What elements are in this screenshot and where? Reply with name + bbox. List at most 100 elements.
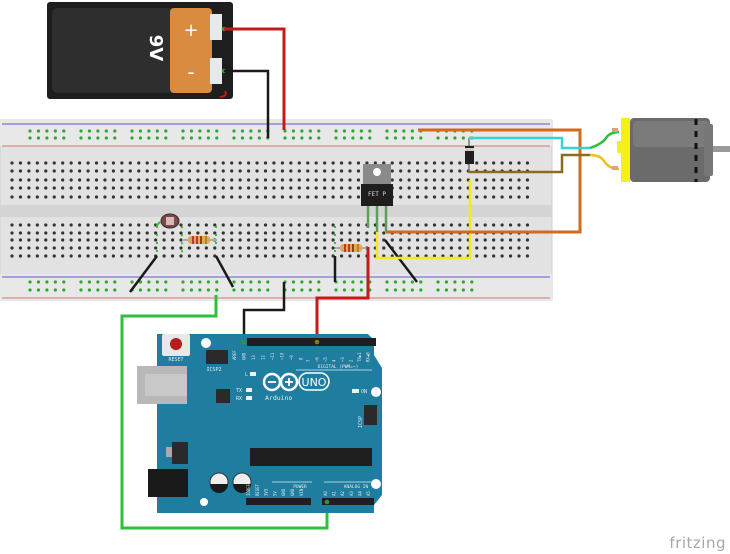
breadboard-hole[interactable] <box>181 288 185 292</box>
breadboard-hole[interactable] <box>137 161 141 165</box>
breadboard-hole[interactable] <box>206 280 210 284</box>
breadboard-hole[interactable] <box>247 161 251 165</box>
breadboard-hole[interactable] <box>35 195 39 199</box>
breadboard-hole[interactable] <box>517 254 521 258</box>
breadboard-hole[interactable] <box>196 161 200 165</box>
breadboard-hole[interactable] <box>221 238 225 242</box>
breadboard-hole[interactable] <box>449 169 453 173</box>
breadboard-hole[interactable] <box>297 238 301 242</box>
breadboard-hole[interactable] <box>206 136 210 140</box>
breadboard-hole[interactable] <box>196 231 200 235</box>
breadboard-hole[interactable] <box>154 195 158 199</box>
breadboard-hole[interactable] <box>342 136 347 140</box>
breadboard-hole[interactable] <box>198 136 202 140</box>
breadboard-hole[interactable] <box>432 246 437 250</box>
breadboard-hole[interactable] <box>35 223 39 227</box>
breadboard-hole[interactable] <box>359 136 363 140</box>
breadboard-hole[interactable] <box>147 288 151 292</box>
breadboard-hole[interactable] <box>120 169 124 173</box>
breadboard-hole[interactable] <box>10 231 14 235</box>
breadboard-hole[interactable] <box>44 169 48 173</box>
breadboard-hole[interactable] <box>179 231 183 235</box>
breadboard-hole[interactable] <box>164 288 168 292</box>
breadboard-hole[interactable] <box>424 186 428 190</box>
breadboard-hole[interactable] <box>35 169 39 173</box>
breadboard-hole[interactable] <box>52 178 56 182</box>
breadboard-hole[interactable] <box>18 231 23 235</box>
breadboard-hole[interactable] <box>240 288 245 292</box>
breadboard-hole[interactable] <box>120 186 124 190</box>
breadboard-hole[interactable] <box>62 136 66 140</box>
breadboard-hole[interactable] <box>181 280 185 284</box>
breadboard-hole[interactable] <box>432 169 437 173</box>
breadboard-hole[interactable] <box>78 195 82 199</box>
breadboard-hole[interactable] <box>103 223 107 227</box>
wire-gnd-to-arduino[interactable] <box>242 282 286 345</box>
breadboard-hole[interactable] <box>280 169 284 173</box>
breadboard-hole[interactable] <box>44 231 48 235</box>
breadboard-hole[interactable] <box>28 136 32 140</box>
breadboard-hole[interactable] <box>27 254 31 258</box>
breadboard-hole[interactable] <box>213 178 217 182</box>
breadboard-hole[interactable] <box>453 136 457 140</box>
breadboard-hole[interactable] <box>96 129 100 133</box>
breadboard-hole[interactable] <box>500 254 504 258</box>
breadboard-hole[interactable] <box>249 280 253 284</box>
breadboard-hole[interactable] <box>424 169 428 173</box>
breadboard-hole[interactable] <box>453 288 457 292</box>
breadboard-hole[interactable] <box>61 161 65 165</box>
breadboard-hole[interactable] <box>162 254 166 258</box>
breadboard-hole[interactable] <box>356 178 361 182</box>
breadboard-hole[interactable] <box>213 223 217 227</box>
breadboard-hole[interactable] <box>162 169 166 173</box>
breadboard-hole[interactable] <box>424 178 428 182</box>
breadboard-hole[interactable] <box>204 223 208 227</box>
breadboard-hole[interactable] <box>137 231 141 235</box>
breadboard-hole[interactable] <box>27 178 31 182</box>
breadboard-hole[interactable] <box>35 238 39 242</box>
breadboard-hole[interactable] <box>331 246 335 250</box>
breadboard-hole[interactable] <box>289 223 293 227</box>
breadboard-hole[interactable] <box>436 280 440 284</box>
breadboard-hole[interactable] <box>145 186 149 190</box>
breadboard-hole[interactable] <box>368 136 372 140</box>
breadboard-hole[interactable] <box>155 288 159 292</box>
breadboard-hole[interactable] <box>198 288 202 292</box>
breadboard-hole[interactable] <box>280 178 284 182</box>
breadboard-hole[interactable] <box>399 238 403 242</box>
breadboard-hole[interactable] <box>348 161 352 165</box>
breadboard-hole[interactable] <box>86 223 90 227</box>
breadboard-hole[interactable] <box>255 178 259 182</box>
breadboard-hole[interactable] <box>128 238 132 242</box>
breadboard-hole[interactable] <box>128 186 132 190</box>
wire-diode-olive[interactable] <box>469 153 590 174</box>
breadboard-hole[interactable] <box>187 254 192 258</box>
breadboard-hole[interactable] <box>221 195 225 199</box>
breadboard-hole[interactable] <box>230 223 234 227</box>
breadboard-hole[interactable] <box>449 238 453 242</box>
breadboard-hole[interactable] <box>331 161 335 165</box>
breadboard-hole[interactable] <box>52 169 56 173</box>
breadboard-hole[interactable] <box>221 246 225 250</box>
breadboard-hole[interactable] <box>508 254 513 258</box>
breadboard-hole[interactable] <box>162 178 166 182</box>
breadboard-hole[interactable] <box>145 161 149 165</box>
breadboard-hole[interactable] <box>230 254 234 258</box>
breadboard-hole[interactable] <box>238 169 242 173</box>
breadboard-hole[interactable] <box>461 280 465 284</box>
breadboard-hole[interactable] <box>458 195 462 199</box>
breadboard-hole[interactable] <box>339 254 344 258</box>
breadboard-hole[interactable] <box>432 238 437 242</box>
breadboard-hole[interactable] <box>517 195 521 199</box>
breadboard-hole[interactable] <box>187 186 192 190</box>
breadboard-hole[interactable] <box>500 238 504 242</box>
breadboard-hole[interactable] <box>249 136 253 140</box>
breadboard-hole[interactable] <box>221 231 225 235</box>
breadboard-hole[interactable] <box>483 178 487 182</box>
breadboard-hole[interactable] <box>78 254 82 258</box>
breadboard-hole[interactable] <box>86 238 90 242</box>
breadboard-hole[interactable] <box>120 178 124 182</box>
breadboard-hole[interactable] <box>280 254 284 258</box>
breadboard-hole[interactable] <box>255 161 259 165</box>
breadboard-hole[interactable] <box>483 161 487 165</box>
